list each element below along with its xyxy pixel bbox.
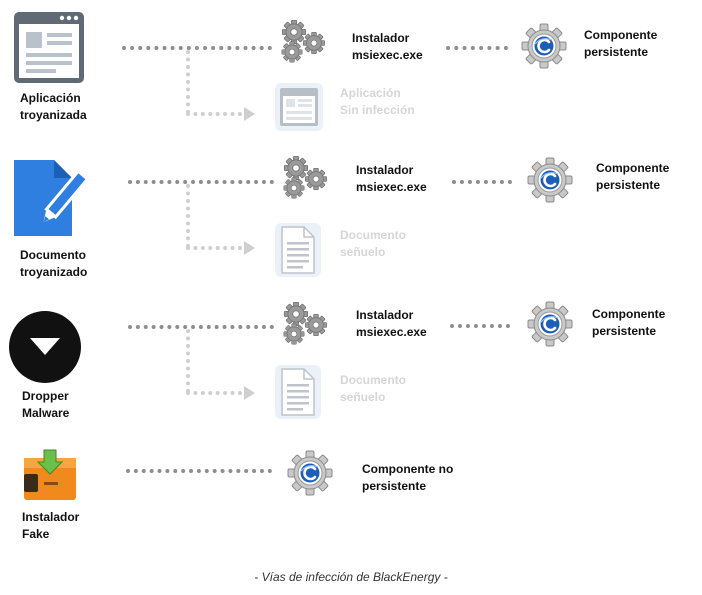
component-label: Componente persistente <box>584 28 658 59</box>
app-window-icon <box>14 12 84 83</box>
component-label: Componente persistente <box>592 307 666 338</box>
decoy-branch-line <box>186 50 190 114</box>
installer-label: Instalador msiexec.exe <box>352 31 423 62</box>
decoy-branch-line <box>186 329 190 393</box>
installer-label: Instalador msiexec.exe <box>356 308 427 339</box>
decoy-label: Documento señuelo <box>340 228 406 259</box>
gear-component-icon <box>526 300 574 348</box>
connector-line <box>122 46 272 50</box>
decoy-arrow-icon <box>244 107 255 121</box>
figure-caption: - Vías de infección de BlackEnergy - <box>254 570 448 584</box>
connector-line <box>128 180 274 184</box>
source-label-troyanized-doc: Documento troyanizado <box>20 248 88 279</box>
installer-label: Instalador msiexec.exe <box>356 163 427 194</box>
gear-component-icon <box>520 22 568 70</box>
connector-line <box>450 324 510 328</box>
document-pencil-icon <box>14 160 96 236</box>
source-label-dropper: Dropper Malware <box>22 389 70 420</box>
fake-installer-box-icon <box>24 449 76 500</box>
decoy-branch-line <box>186 246 242 250</box>
decoy-branch-line <box>186 391 242 395</box>
component-label: Componente persistente <box>596 161 670 192</box>
gear-component-icon <box>286 449 334 497</box>
decoy-branch-line <box>186 184 190 248</box>
gears-icon <box>281 19 325 63</box>
source-label-fake-installer: Instalador Fake <box>22 510 80 541</box>
gears-icon <box>283 301 327 345</box>
connector-line <box>126 469 272 473</box>
source-label-troyanized-app: Aplicación troyanizada <box>20 91 87 122</box>
connector-line <box>128 325 274 329</box>
document-icon <box>275 223 321 277</box>
app-window-icon <box>275 83 323 131</box>
connector-line <box>446 46 508 50</box>
document-icon <box>275 365 321 419</box>
dropper-download-icon <box>9 311 81 383</box>
decoy-label: Aplicación Sin infección <box>340 86 415 117</box>
gear-component-icon <box>526 156 574 204</box>
component-label: Componente no persistente <box>362 462 454 493</box>
decoy-branch-line <box>186 112 242 116</box>
decoy-arrow-icon <box>244 386 255 400</box>
connector-line <box>452 180 512 184</box>
decoy-arrow-icon <box>244 241 255 255</box>
decoy-label: Documento señuelo <box>340 373 406 404</box>
gears-icon <box>283 155 327 199</box>
